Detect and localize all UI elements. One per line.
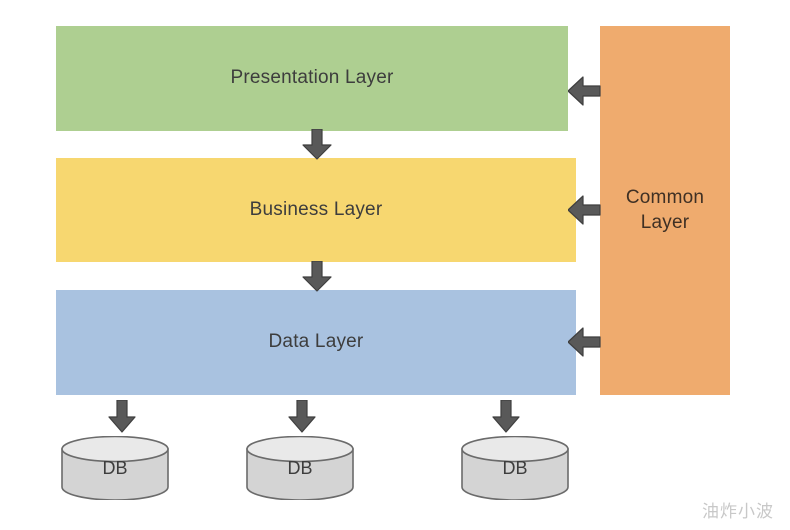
arrow-down-data-to-db-2 xyxy=(288,400,316,433)
arrow-down-data-to-db-3 xyxy=(492,400,520,433)
business-layer-label: Business Layer xyxy=(249,198,383,220)
database-cylinder-3[interactable]: DB xyxy=(460,435,570,501)
database-cylinder-2[interactable]: DB xyxy=(245,435,355,501)
data-layer-label: Data Layer xyxy=(268,331,364,353)
watermark-text: 油炸小波 xyxy=(702,502,774,522)
database-cylinder-1[interactable]: DB xyxy=(60,435,170,501)
common-layer-label-line1: Common xyxy=(625,186,705,208)
arrow-left-common-to-data xyxy=(568,327,601,357)
arrow-down-business-to-data xyxy=(302,261,332,292)
common-layer-label-line2: Layer xyxy=(640,211,690,233)
arrow-down-data-to-db-1 xyxy=(108,400,136,433)
arrow-left-common-to-business xyxy=(568,195,601,225)
presentation-layer-label: Presentation Layer xyxy=(230,67,394,89)
presentation-layer-box[interactable]: Presentation Layer xyxy=(56,26,568,131)
business-layer-box[interactable]: Business Layer xyxy=(56,158,576,262)
arrow-left-common-to-presentation xyxy=(568,76,601,106)
arrow-down-presentation-to-business xyxy=(302,129,332,160)
data-layer-box[interactable]: Data Layer xyxy=(56,290,576,395)
common-layer-box[interactable]: Common Layer xyxy=(600,26,730,395)
